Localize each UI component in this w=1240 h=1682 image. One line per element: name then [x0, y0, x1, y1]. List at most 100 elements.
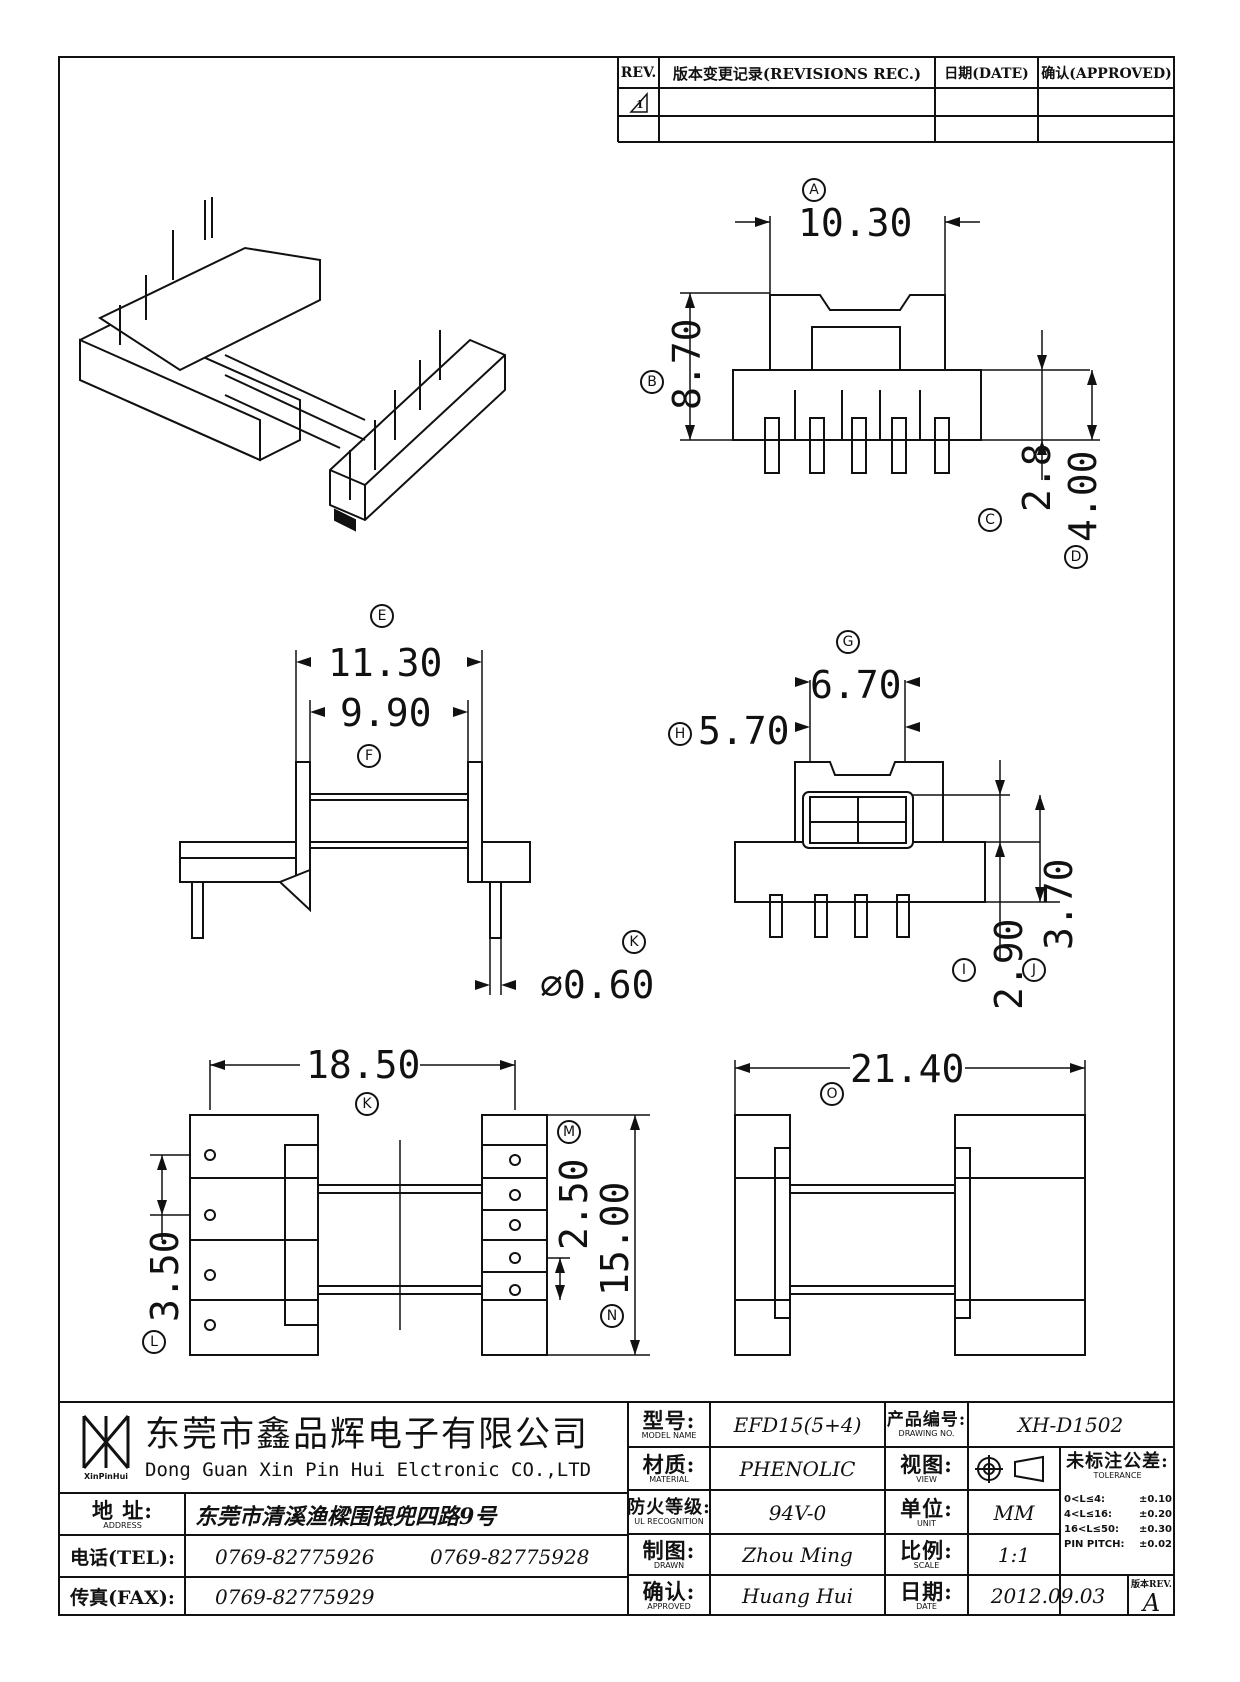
tolerance-row: 0<L≤4: ±0.10	[1064, 1492, 1172, 1507]
drawing-no-label-cn: 产品编号:	[886, 1410, 967, 1430]
dim-pitch-2-50: 2.50	[552, 1158, 596, 1250]
logo-text: XinPinHui	[83, 1472, 129, 1481]
callout-h: H	[668, 722, 692, 746]
callout-n: N	[600, 1304, 624, 1328]
tolerance-value: ±0.02	[1138, 1539, 1172, 1550]
drawing-frame	[58, 56, 1175, 1616]
scale-label-en: SCALE	[913, 1561, 940, 1570]
callout-l: L	[142, 1330, 166, 1354]
rev-label: 版本REV.	[1131, 1579, 1172, 1590]
callout-k: K	[355, 1092, 379, 1116]
dim-inner-5-70: 5.70	[698, 709, 790, 753]
tolerance-range: PIN PITCH:	[1064, 1539, 1125, 1550]
dim-pitch-3-50: 3.50	[143, 1230, 187, 1322]
address-label-en: ADDRESS	[103, 1520, 142, 1530]
revision-approved-header: 确认(APPROVED)	[1041, 66, 1172, 82]
tolerance-range: 0<L≤4:	[1064, 1494, 1106, 1505]
date-label-en: DATE	[916, 1602, 937, 1611]
drawn-value: Zhou Ming	[742, 1543, 853, 1567]
approved-label-cn: 确认:	[642, 1579, 696, 1604]
approved-label: 确认: APPROVED	[628, 1576, 710, 1616]
title-block-grid	[58, 1401, 1175, 1616]
unit-label-en: UNIT	[916, 1518, 937, 1528]
approved-value: Huang Hui	[741, 1584, 853, 1608]
dim-height-3-70: 3.70	[1037, 858, 1081, 950]
model-label-cn: 型号:	[642, 1408, 696, 1433]
callout-m: M	[557, 1120, 581, 1144]
date-label-cn: 日期:	[900, 1579, 953, 1604]
tolerance-range: 4<L≤16:	[1064, 1509, 1113, 1520]
tel-label: 电话(TEL):	[70, 1547, 175, 1569]
tolerance-row: 16<L≤50: ±0.30	[1064, 1522, 1172, 1537]
dim-width-6-70: 6.70	[810, 663, 902, 707]
callout-e: E	[370, 604, 394, 628]
tolerance-range: 16<L≤50:	[1064, 1524, 1119, 1535]
revision-1-triangle-label: 1	[636, 97, 644, 111]
dim-pin-diameter: ⌀0.60	[540, 963, 655, 1007]
dim-height-8-70: 8.70	[665, 318, 709, 410]
dim-length-18-50: 18.50	[306, 1043, 421, 1087]
model-label-en: MODEL NAME	[641, 1431, 697, 1440]
drawn-label-en: DRAWN	[653, 1561, 685, 1570]
dim-pin-2-8: 2.8	[1015, 443, 1059, 512]
tolerance-label: 未标注公差: TOLERANCE	[1060, 1448, 1175, 1484]
unit-value: MM	[993, 1500, 1035, 1525]
top-view-right	[734, 1060, 1086, 1356]
company-logo: XinPinHui	[70, 1410, 142, 1486]
dim-inner-9-90: 9.90	[340, 691, 432, 735]
material-label-cn: 材质:	[642, 1452, 696, 1477]
front-view-top	[680, 216, 1100, 480]
address-value: 东莞市清溪渔樑围银兜四路9号	[195, 1503, 497, 1530]
ul-value: 94V-0	[768, 1500, 827, 1525]
tolerance-row: PIN PITCH: ±0.02	[1064, 1537, 1172, 1552]
rev-header: REV.	[620, 65, 657, 81]
material-label-en: MATERIAL	[649, 1475, 689, 1484]
callout-g: G	[836, 630, 860, 654]
revision-table-lines	[617, 57, 1175, 143]
tel-value-1: 0769-82775926	[215, 1544, 375, 1569]
dim-width-10-30: 10.30	[798, 201, 913, 245]
tolerance-label-cn: 未标注公差:	[1066, 1450, 1169, 1472]
tolerance-label-en: TOLERANCE	[1093, 1470, 1142, 1480]
callout-a: A	[802, 178, 826, 202]
arrowheads	[157, 217, 1097, 1355]
view-label-en: VIEW	[916, 1475, 937, 1484]
dim-base-4-00: 4.00	[1061, 450, 1105, 542]
fax-label: 传真(FAX):	[70, 1587, 175, 1609]
side-view-mid	[179, 650, 531, 995]
dim-height-15-00: 15.00	[593, 1181, 637, 1296]
callout-c: C	[978, 508, 1002, 532]
tolerance-value: ±0.30	[1138, 1524, 1172, 1535]
material-label: 材质: MATERIAL	[628, 1448, 710, 1490]
ul-label-en: UL RECOGNITION	[634, 1517, 704, 1526]
company-name-en: Dong Guan Xin Pin Hui Elctronic CO.,LTD	[145, 1459, 592, 1481]
material-value: PHENOLIC	[739, 1457, 856, 1481]
callout-o: O	[820, 1082, 844, 1106]
revision-records-header: 版本变更记录(REVISIONS REC.)	[672, 64, 922, 83]
drawn-label-cn: 制图:	[642, 1538, 696, 1563]
dim-width-21-40: 21.40	[850, 1047, 965, 1091]
callout-d: D	[1064, 545, 1088, 569]
tolerance-value: ±0.20	[1138, 1509, 1172, 1520]
company-name-cn: 东莞市鑫品辉电子有限公司	[145, 1414, 590, 1455]
callout-i: I	[952, 958, 976, 982]
callout-k-dia: K	[622, 930, 646, 954]
projection-symbol-icon	[975, 1454, 1055, 1484]
tolerance-value: ±0.10	[1138, 1494, 1172, 1505]
tolerance-row: 4<L≤16: ±0.20	[1064, 1507, 1172, 1522]
ul-label-cn: 防火等级:	[628, 1497, 710, 1518]
unit-label: 单位: UNIT	[885, 1491, 968, 1534]
address-label: 地 址: ADDRESS	[60, 1494, 185, 1535]
view-label: 视图: VIEW	[885, 1448, 968, 1490]
dim-outer-11-30: 11.30	[328, 641, 443, 685]
bottom-view-left	[150, 1060, 650, 1356]
model-value: EFD15(5+4)	[733, 1413, 862, 1437]
address-label-cn: 地 址:	[91, 1497, 154, 1523]
revision-date-header: 日期(DATE)	[944, 66, 1029, 82]
date-value: 2012.09.03	[990, 1584, 1106, 1608]
drawing-no-label-en: DRAWING NO.	[898, 1429, 955, 1438]
isometric-view	[79, 197, 506, 532]
scale-label-cn: 比例:	[900, 1538, 953, 1563]
drawing-no-label: 产品编号: DRAWING NO.	[885, 1403, 968, 1447]
